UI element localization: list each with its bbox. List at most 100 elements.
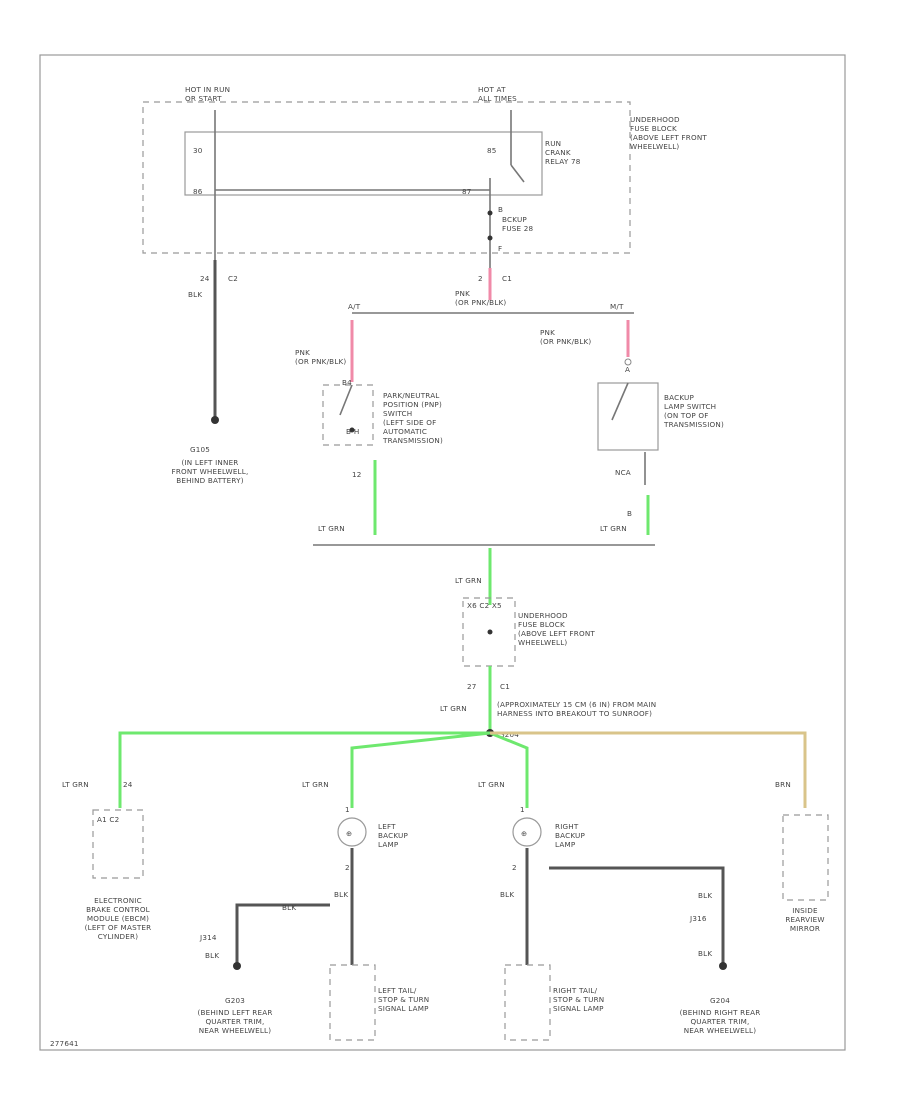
text-line: WHEELWELL) xyxy=(518,638,567,647)
ebcm-connector: A1 C2 xyxy=(97,815,119,824)
mirror-wire-color: BRN xyxy=(775,780,791,789)
splice-ltgrn-label: LT GRN xyxy=(440,704,467,713)
text-line: LAMP xyxy=(378,840,399,849)
text-line: (BEHIND RIGHT REAR xyxy=(680,1008,761,1017)
relay-pin-85: 85 xyxy=(487,146,497,155)
pnp-wire-color: PNK(OR PNK/BLK) xyxy=(295,348,346,366)
left-lamp-pin-bottom: 2 xyxy=(345,863,350,872)
pnp-pin-top: B4 xyxy=(342,378,352,387)
right-lamp-pin-top: 1 xyxy=(520,805,525,814)
right-tail-lamp-outline xyxy=(504,964,551,1041)
diagram-border xyxy=(39,54,846,1051)
ebcm-outline xyxy=(92,809,144,879)
text-line: MODULE (EBCM) xyxy=(87,914,149,923)
right-backup-lamp-bulb xyxy=(512,817,542,847)
text-line: (ON TOP OF xyxy=(664,411,709,420)
text-line: (LEFT SIDE OF xyxy=(383,418,436,427)
splice-wire-number: 27 xyxy=(467,682,477,691)
text-line: INSIDE xyxy=(792,906,818,915)
text-line: (OR PNK/BLK) xyxy=(455,298,506,307)
text-line: LAMP SWITCH xyxy=(664,402,716,411)
text-line: LEFT xyxy=(378,822,396,831)
pnk-wire-connector: C1 xyxy=(502,274,512,283)
text-line: (BEHIND LEFT REAR xyxy=(197,1008,272,1017)
mt-pin-top: A xyxy=(625,365,630,374)
ebcm-wire-color: LT GRN xyxy=(62,780,89,789)
text-line: LAMP xyxy=(555,840,576,849)
left-wire-color: BLK xyxy=(188,290,202,299)
pnp-switch-pole xyxy=(349,427,355,433)
right-ground-label: G204 xyxy=(710,996,730,1005)
text-line: NEAR WHEELWELL) xyxy=(199,1026,272,1035)
text-line: POSITION (PNP) xyxy=(383,400,442,409)
run-crank-relay-box xyxy=(184,131,543,196)
left-ground-blk: BLK xyxy=(282,903,296,912)
pnp-switch-contact xyxy=(339,384,353,416)
text-line: HOT IN RUN xyxy=(185,85,230,94)
right-lamp-wire xyxy=(489,731,529,808)
text-line: TRANSMISSION) xyxy=(382,436,443,445)
right-ground-splice: J316 xyxy=(689,914,707,923)
backup-fuse-contact-top xyxy=(487,210,493,216)
text-line: PNK xyxy=(295,348,310,357)
text-line: (LEFT OF MASTER xyxy=(85,923,152,932)
text-line: RELAY 78 xyxy=(545,157,581,166)
splice-wire-connector: C1 xyxy=(500,682,510,691)
text-line: CYLINDER) xyxy=(98,932,138,941)
text-line: QUARTER TRIM, xyxy=(690,1017,749,1026)
text-line: CRANK xyxy=(545,148,571,157)
text-line: TRANSMISSION) xyxy=(663,420,724,429)
fuse-block-2-pins: X6 C2 X5 xyxy=(467,601,502,610)
text-line: BCKUP xyxy=(502,215,527,224)
text-line: BACKUP xyxy=(555,831,586,840)
pnk-main-label: PNK(OR PNK/BLK) xyxy=(455,289,506,307)
mt-pin-b: B xyxy=(627,509,632,518)
backup-lamp-switch-box xyxy=(597,382,659,451)
mt-connector xyxy=(624,358,632,366)
left-wire-number: 24 xyxy=(200,274,210,283)
text-line: OR START xyxy=(185,94,222,103)
text-line: FUSE BLOCK xyxy=(518,620,565,629)
left-tail-lamp-outline xyxy=(329,964,376,1041)
text-line: (APPROXIMATELY 15 CM (6 IN) FROM MAIN xyxy=(497,700,656,709)
text-line: PNK xyxy=(455,289,470,298)
ltgrn-left-label: LT GRN xyxy=(318,524,345,533)
pnk-wire-number: 2 xyxy=(478,274,483,283)
mirror-outline xyxy=(782,814,829,901)
right-ground-point xyxy=(719,962,727,970)
left-wire-connector: C2 xyxy=(228,274,238,283)
left-lamp-bulb-glyph: ⊕ xyxy=(346,829,352,838)
right-ground-blk: BLK xyxy=(698,891,712,900)
fuse-block-2-contact xyxy=(487,629,493,635)
text-line: (ABOVE LEFT FRONT xyxy=(630,133,707,142)
left-lamp-wire-color: LT GRN xyxy=(302,780,329,789)
text-line: MIRROR xyxy=(790,924,820,933)
text-line: LEFT TAIL/ xyxy=(378,986,417,995)
mt-wire-color: PNK(OR PNK/BLK) xyxy=(540,328,591,346)
underhood-fuse-block-outline xyxy=(142,101,631,254)
mt-label: M/T xyxy=(610,302,624,311)
text-line: STOP & TURN xyxy=(553,995,604,1004)
left-ground-wire xyxy=(235,903,330,966)
relay-pin-30: 30 xyxy=(193,146,203,155)
text-line: FUSE BLOCK xyxy=(630,124,677,133)
text-line: STOP & TURN xyxy=(378,995,429,1004)
text-line: PARK/NEUTRAL xyxy=(383,391,440,400)
pnp-switch-outline xyxy=(322,384,374,446)
text-line: FRONT WHEELWELL, xyxy=(172,467,249,476)
right-lamp-blk-label: BLK xyxy=(500,890,514,899)
ground-g105-label: G105 xyxy=(190,445,210,454)
relay-contact xyxy=(510,164,525,183)
left-ground-point xyxy=(233,962,241,970)
text-line: SIGNAL LAMP xyxy=(553,1004,604,1013)
text-line: FUSE 28 xyxy=(502,224,534,233)
